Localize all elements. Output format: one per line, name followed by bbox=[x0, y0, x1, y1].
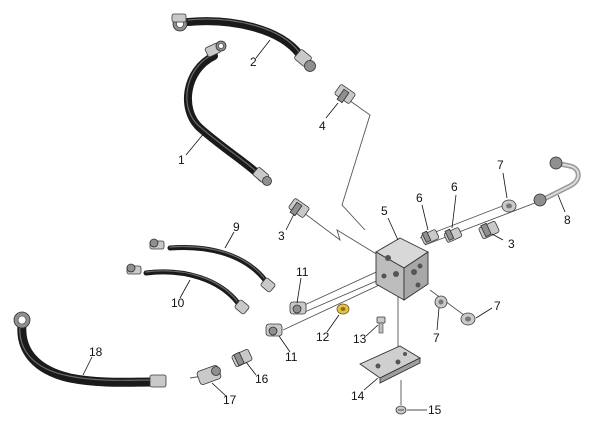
fitting-3-right bbox=[478, 221, 500, 239]
hose-2-right-fitting bbox=[294, 49, 316, 72]
hose-18 bbox=[13, 311, 167, 388]
fitting-16 bbox=[231, 349, 253, 367]
label-part-7-top: 7 bbox=[497, 158, 504, 172]
pipe-8 bbox=[533, 156, 581, 207]
fitting-6-left bbox=[420, 229, 440, 245]
label-part-15: 15 bbox=[428, 403, 442, 417]
valve-block-5 bbox=[375, 237, 429, 301]
label-part-18: 18 bbox=[89, 345, 103, 359]
label-part-4: 4 bbox=[319, 119, 326, 133]
label-part-3-right: 3 bbox=[508, 237, 515, 251]
hose-1-top-fitting bbox=[204, 40, 227, 58]
label-part-10: 10 bbox=[171, 296, 185, 310]
label-part-3-left: 3 bbox=[278, 229, 285, 243]
label-part-9: 9 bbox=[233, 220, 240, 234]
fitting-6-right bbox=[443, 227, 463, 243]
hose-1-bottom-fitting bbox=[252, 167, 272, 186]
screw-15 bbox=[395, 405, 407, 415]
hose-9 bbox=[149, 238, 276, 293]
brass-fitting-12 bbox=[336, 303, 350, 315]
cap-7-middle bbox=[434, 295, 448, 309]
label-part-11-upper: 11 bbox=[296, 265, 309, 279]
label-part-13: 13 bbox=[353, 332, 367, 346]
bolt-13 bbox=[376, 316, 386, 334]
label-part-14: 14 bbox=[351, 389, 365, 403]
label-part-7-bottom: 7 bbox=[494, 299, 501, 313]
part-labels: 1 2 3 3 4 5 6 6 7 7 7 8 9 10 11 11 12 13… bbox=[89, 55, 571, 417]
label-part-16: 16 bbox=[255, 372, 269, 386]
label-part-5: 5 bbox=[381, 204, 388, 218]
cap-7-top bbox=[501, 199, 517, 213]
hose-10 bbox=[126, 263, 250, 315]
leader-lines bbox=[82, 39, 566, 411]
hose-2 bbox=[171, 13, 316, 72]
label-part-6-left: 6 bbox=[416, 191, 423, 205]
bracket-14 bbox=[359, 345, 421, 384]
label-part-6-right: 6 bbox=[451, 180, 458, 194]
label-part-8: 8 bbox=[564, 213, 571, 227]
elbow-11-lower bbox=[265, 323, 283, 337]
label-part-17: 17 bbox=[223, 393, 237, 407]
label-part-11-lower: 11 bbox=[285, 350, 298, 364]
hose-2-left-fitting bbox=[171, 13, 188, 32]
label-part-2: 2 bbox=[250, 55, 257, 69]
hose-18-left-fitting bbox=[13, 311, 31, 329]
elbow-11-upper bbox=[289, 301, 307, 315]
label-part-12: 12 bbox=[316, 330, 330, 344]
fitting-4 bbox=[334, 84, 356, 104]
hose-18-right-fitting bbox=[149, 374, 167, 388]
elbow-17 bbox=[196, 365, 222, 385]
label-part-7-middle: 7 bbox=[433, 331, 440, 345]
hose-1 bbox=[183, 40, 272, 186]
label-part-1: 1 bbox=[178, 153, 185, 167]
cap-7-bottom bbox=[460, 312, 476, 326]
fitting-3-left bbox=[288, 198, 310, 218]
